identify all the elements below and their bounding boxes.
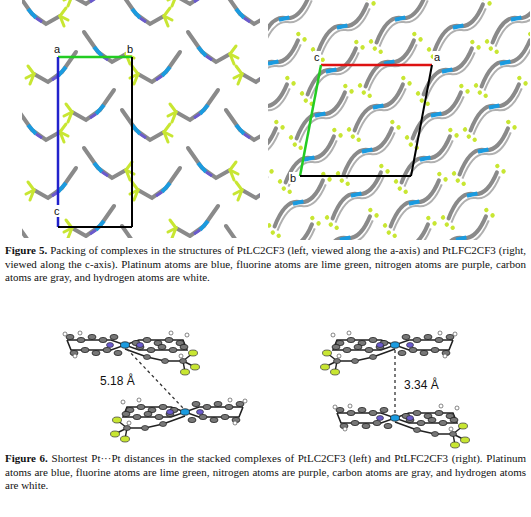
pt-pt-stacking — [63, 331, 470, 448]
axis-label: a — [433, 51, 441, 63]
axis-label: b — [289, 172, 297, 184]
axis-label: c — [53, 205, 61, 217]
distance-label: 5.18 Å — [98, 374, 137, 388]
packing-left — [22, 0, 260, 238]
unit-cells — [58, 57, 432, 227]
figure-caption: Figure 5. Packing of complexes in the st… — [5, 244, 526, 285]
axis-label: a — [53, 43, 61, 55]
distance-label: 3.34 Å — [402, 378, 441, 392]
axis-label: c — [313, 51, 321, 63]
figure-caption: Figure 6. Shortest Pt···Pt distances in … — [5, 452, 526, 493]
axis-label: b — [126, 43, 134, 55]
packing-right — [268, 0, 530, 240]
